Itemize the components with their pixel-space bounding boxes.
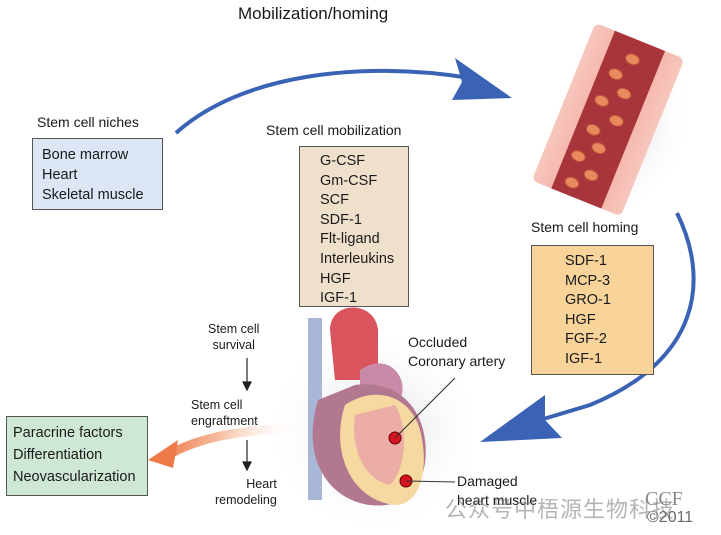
engraftment-line-1: Stem cell — [191, 398, 243, 412]
mobilization-arrow — [174, 58, 512, 135]
mobilization-factor: SDF-1 — [320, 211, 362, 228]
mobilization-factor: SCF — [320, 192, 349, 209]
remodeling-line-2: remodeling — [215, 492, 277, 507]
damaged-line-2: heart muscle — [457, 492, 538, 508]
remodeling-line-1: Heart — [246, 477, 277, 491]
mobilization-factor: Interleukins — [320, 250, 395, 267]
mobilization-factor: IGF-1 — [320, 290, 358, 307]
heart-illustration — [265, 307, 485, 535]
survival-line-1: Stem cell — [208, 322, 260, 336]
niche-item: Heart — [42, 167, 78, 183]
outcome-item: Neovascularization — [13, 469, 136, 485]
diagram-title: Mobilization/homing — [238, 4, 389, 23]
survival-line-2: survival — [212, 337, 255, 352]
niche-item: Bone marrow — [42, 147, 129, 163]
outcome-item: Paracrine factors — [13, 425, 123, 441]
homing-arrow — [480, 212, 696, 442]
homing-factor: HGF — [565, 311, 596, 328]
copyright-text: ©2011 — [647, 509, 694, 526]
niches-label: Stem cell niches — [37, 114, 139, 130]
process-arrows — [242, 358, 252, 472]
remodeling-step: Heart remodeling — [215, 477, 277, 508]
homing-factor: FGF-2 — [565, 331, 607, 348]
niches-box: Bone marrow Heart Skeletal muscle — [32, 138, 163, 210]
blood-vessel-illustration — [533, 24, 695, 222]
homing-factor: GRO-1 — [565, 292, 611, 309]
engraftment-step: Stem cell engraftment — [191, 398, 258, 429]
homing-factor: MCP-3 — [565, 272, 611, 289]
occluded-line-2: Coronary artery — [408, 353, 506, 369]
survival-step: Stem cell survival — [208, 322, 259, 353]
damaged-line-1: Damaged — [457, 473, 518, 489]
damaged-muscle-label: Damaged heart muscle — [457, 472, 537, 510]
mobilization-factor: G-CSF — [320, 153, 366, 169]
mobilization-box: G-CSF Gm-CSF SCF SDF-1 Flt-ligand Interl… — [299, 146, 409, 307]
outcomes-box: Paracrine factors Differentiation Neovas… — [6, 416, 148, 496]
niche-item: Skeletal muscle — [42, 187, 144, 203]
homing-label: Stem cell homing — [531, 219, 639, 235]
mobilization-factor: Flt-ligand — [320, 231, 380, 248]
watermark-text: 公众号中梧源生物科技 — [445, 497, 676, 522]
mobilization-factor: Gm-CSF — [320, 172, 378, 189]
engraftment-line-2: engraftment — [191, 413, 258, 428]
homing-factor: SDF-1 — [565, 253, 607, 269]
mobilization-factor: HGF — [320, 270, 351, 287]
occluded-artery-label: Occluded Coronary artery — [408, 333, 505, 371]
outcome-arrow — [148, 423, 301, 468]
publisher-logo: CCF — [645, 488, 683, 510]
outcome-item: Differentiation — [13, 447, 103, 463]
homing-box: SDF-1 MCP-3 GRO-1 HGF FGF-2 IGF-1 — [531, 245, 654, 375]
mobilization-label: Stem cell mobilization — [266, 122, 402, 138]
homing-factor: IGF-1 — [565, 350, 603, 367]
occluded-line-1: Occluded — [408, 334, 468, 350]
